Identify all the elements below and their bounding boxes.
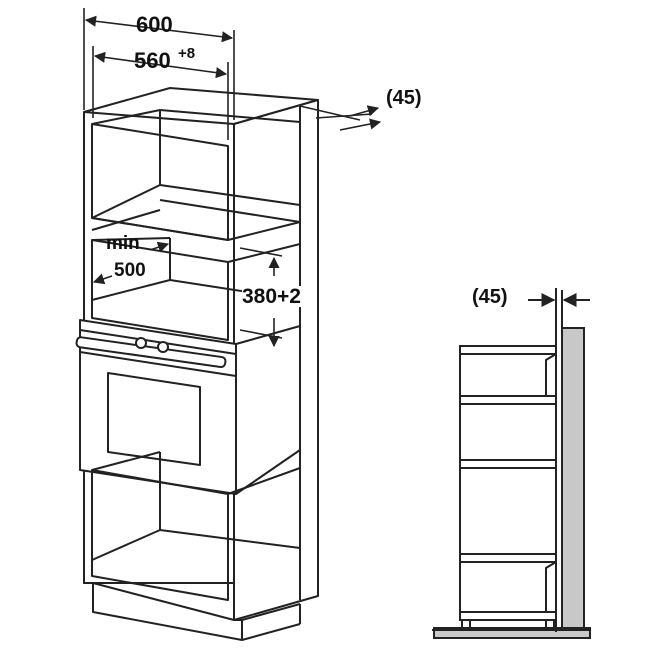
min-value-label: 500 bbox=[114, 260, 146, 281]
side-section bbox=[432, 288, 591, 639]
min-label: min bbox=[106, 233, 140, 254]
side-offset-label: (45) bbox=[472, 286, 508, 308]
inner-width-tolerance: +8 bbox=[178, 45, 196, 62]
width-label: 600 bbox=[136, 12, 173, 37]
depth-offset-label: (45) bbox=[386, 87, 422, 109]
opening-height-label: 380+2 bbox=[242, 285, 301, 308]
inner-width-label: 560 bbox=[134, 48, 171, 73]
tall-cabinet bbox=[75, 87, 319, 641]
dimension-lines bbox=[83, 8, 382, 348]
